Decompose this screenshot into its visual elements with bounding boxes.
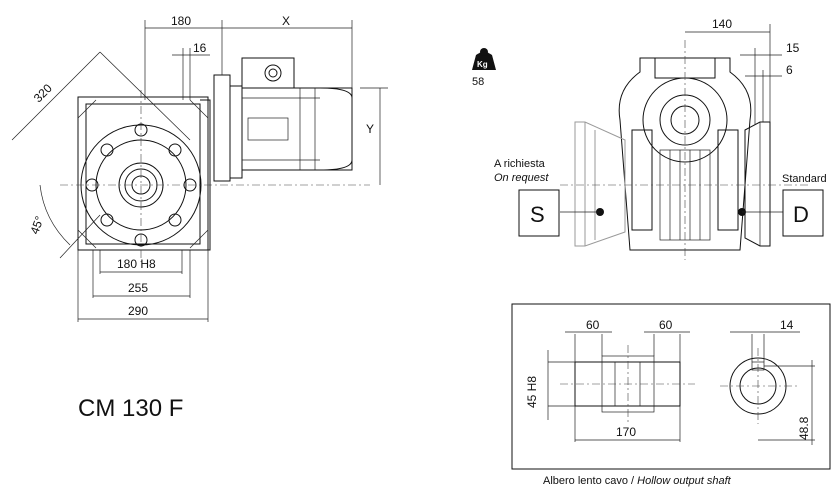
- dim-180-top: 180: [171, 14, 191, 28]
- hollow-shaft-caption: Albero lento cavo / Hollow output shaft: [543, 475, 732, 487]
- dim-255: 255: [128, 281, 148, 295]
- dim-170: 170: [616, 425, 636, 439]
- detail-frame: [511, 303, 831, 470]
- dim-60-right: 60: [659, 318, 673, 332]
- on-request-label-it: A richiesta: [494, 158, 546, 170]
- dim-x: X: [282, 14, 290, 28]
- motor-flange: [213, 74, 231, 182]
- weight-value: 58: [472, 76, 484, 88]
- right-view: A richiesta On request S Standard D 140 …: [494, 17, 827, 260]
- standard-label: Standard: [782, 173, 827, 185]
- box-d: [782, 189, 824, 237]
- dim-16: 16: [193, 41, 207, 55]
- dim-180h8: 180 H8: [117, 257, 156, 271]
- dim-y: Y: [366, 122, 374, 136]
- box-s: [518, 189, 560, 237]
- dim-14: 14: [780, 318, 794, 332]
- dim-60-left: 60: [586, 318, 600, 332]
- box-d-letter: D: [793, 202, 809, 227]
- box-s-letter: S: [530, 202, 545, 227]
- kg-weight-icon: Kg: [472, 48, 496, 70]
- kg-icon-label: Kg: [477, 60, 488, 69]
- terminal-box: [241, 57, 295, 89]
- optional-flange-s: [574, 121, 626, 247]
- hollow-shaft-detail: 60 60 45 H8 170 14 48.8 Albero lento cav: [511, 303, 831, 487]
- dim-290: 290: [128, 304, 148, 318]
- dim-45deg: 45°: [27, 214, 46, 236]
- dim-45h8: 45 H8: [525, 376, 539, 408]
- left-view: 180 16 X Y 320 45° 180 H8 255 290: [11, 14, 388, 322]
- dim-320: 320: [31, 81, 55, 105]
- gearbox-body: [77, 96, 209, 251]
- gearbox-side-body: [618, 57, 752, 251]
- dim-140: 140: [712, 17, 732, 31]
- on-request-label-en: On request: [494, 172, 549, 184]
- dim-15: 15: [786, 41, 800, 55]
- motor-body: [241, 87, 353, 171]
- dim-48-8: 48.8: [797, 416, 811, 440]
- model-name: CM 130 F: [78, 395, 183, 422]
- dim-6: 6: [786, 63, 793, 77]
